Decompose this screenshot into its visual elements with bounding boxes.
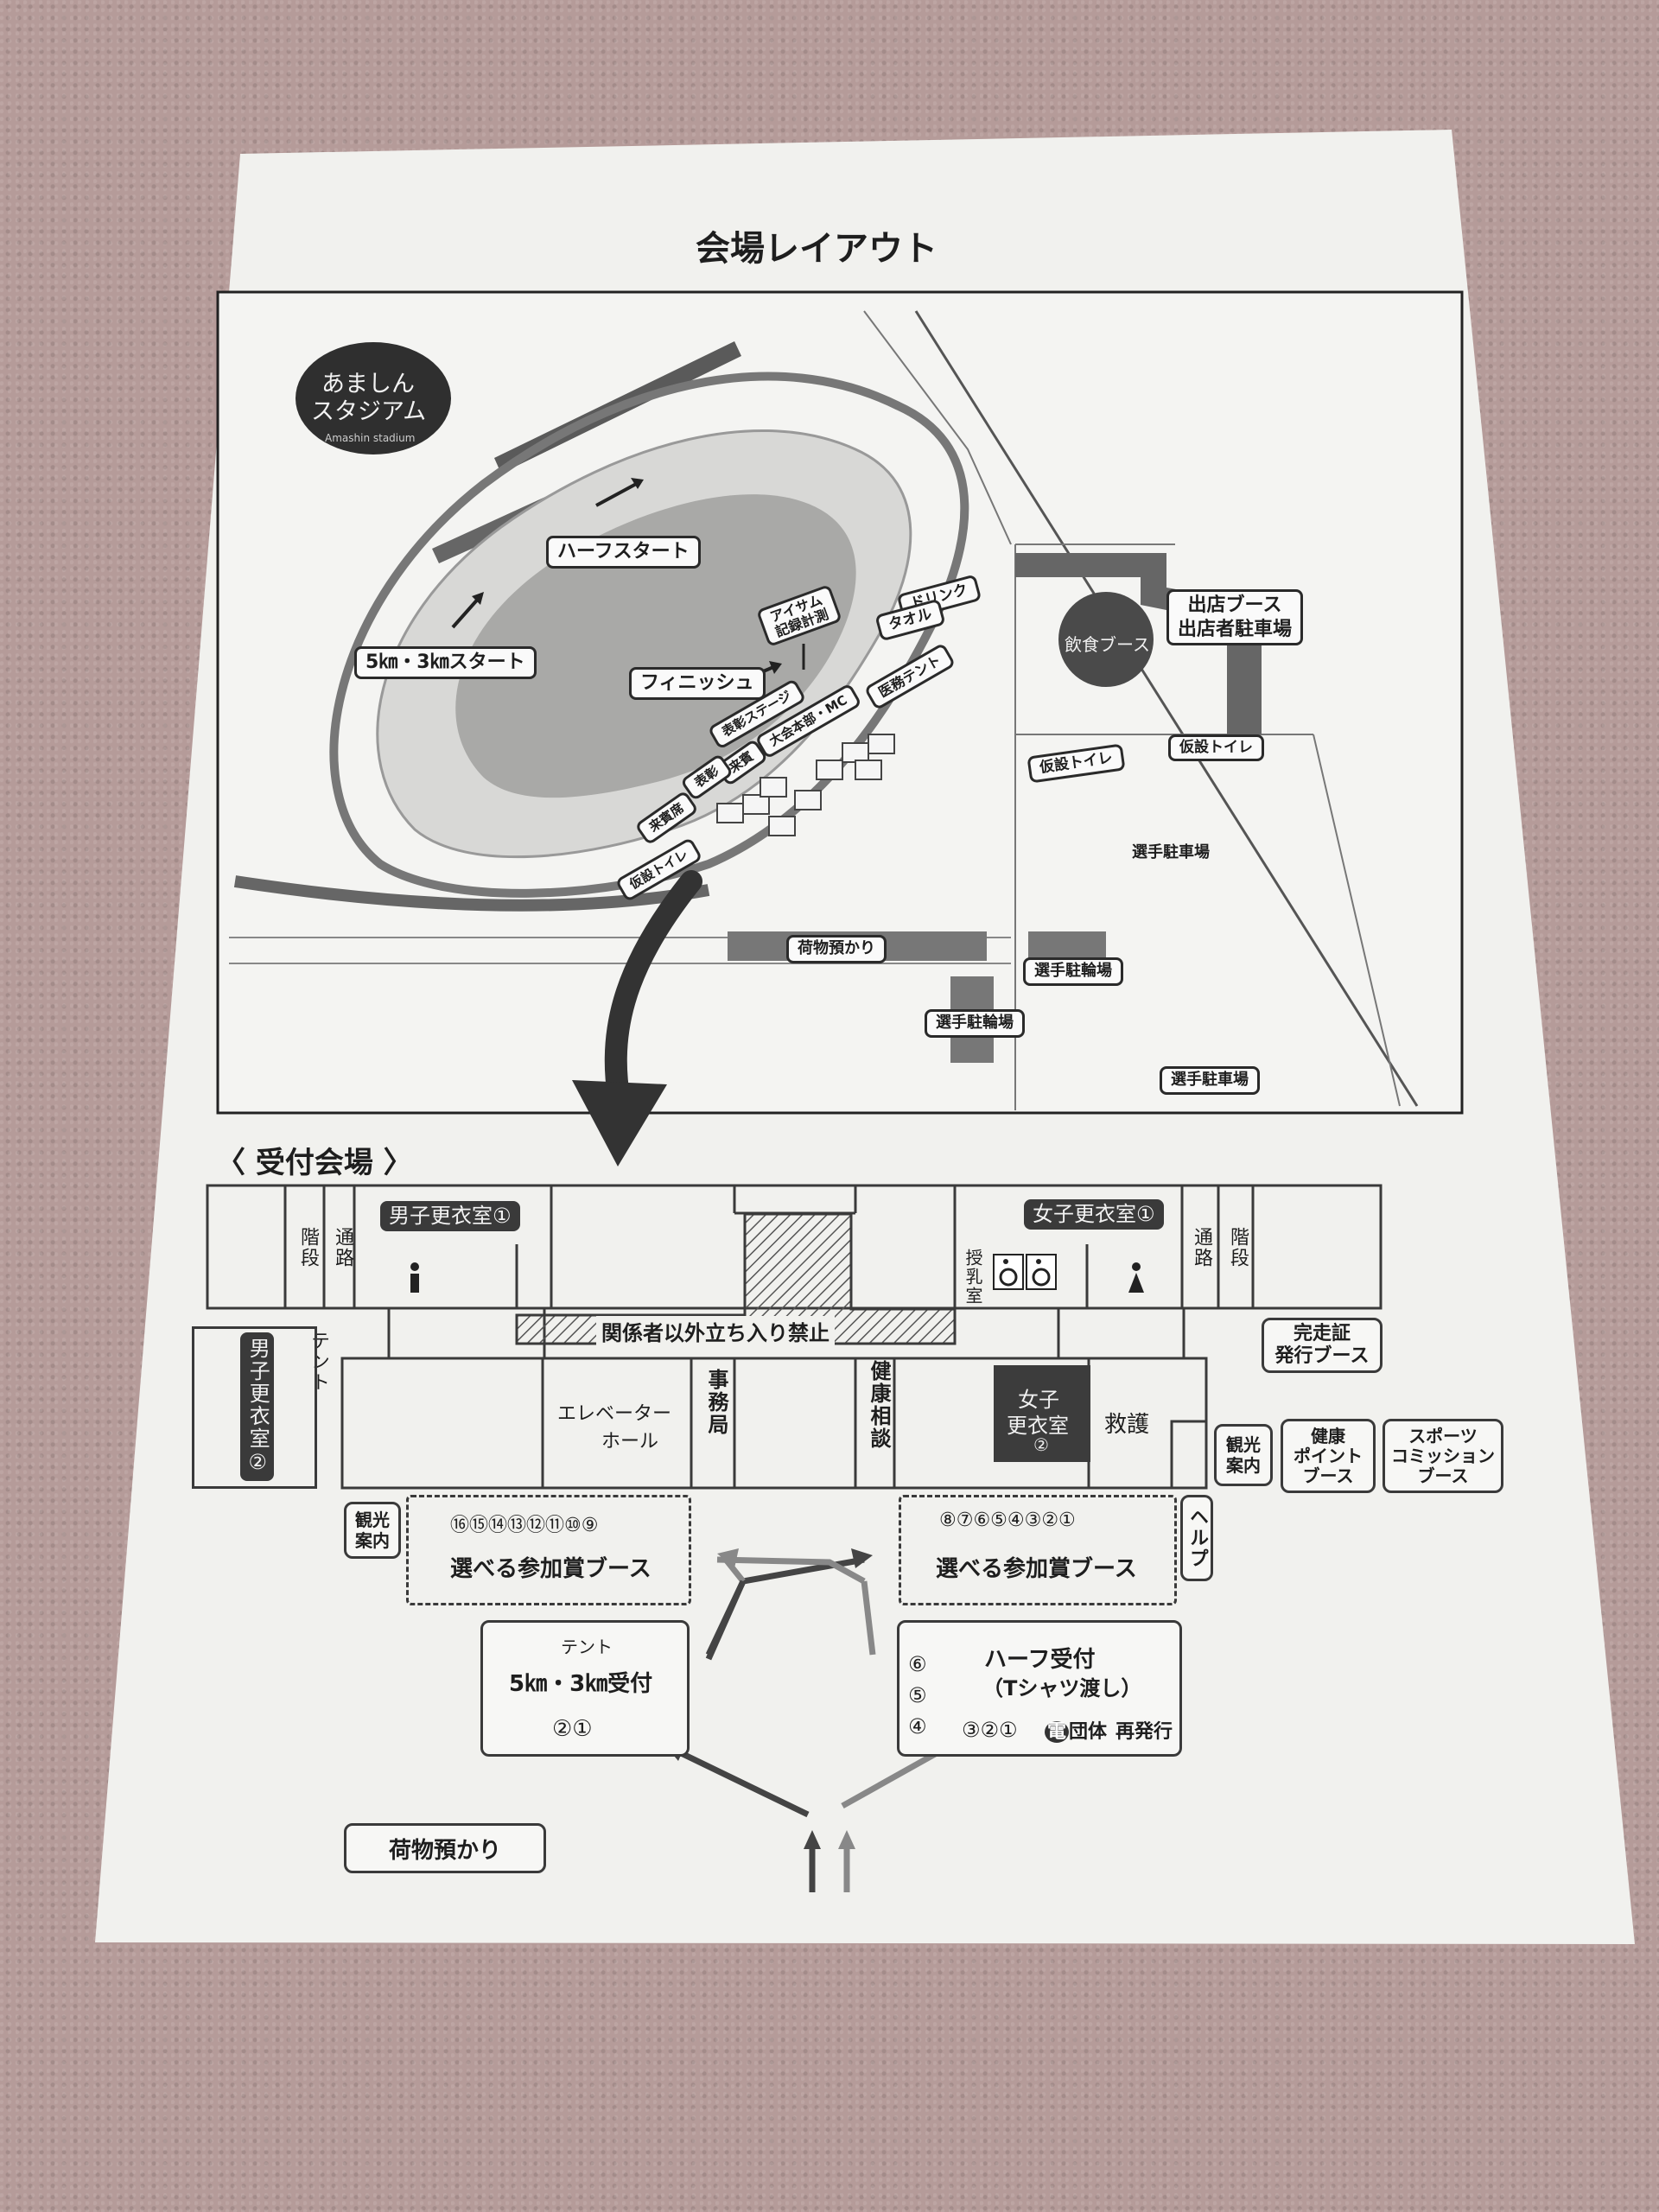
prize-booth-left-label: 選べる参加賞ブース [450,1556,652,1582]
page-title: 会場レイアウト [696,229,938,269]
help-desk: ヘルプ [1180,1495,1213,1581]
road-line [1313,734,1401,1107]
logo-sub: Amashin stadium [325,432,416,444]
womens-room-1-label: 女子更衣室① [1024,1199,1164,1230]
prize-booth-right-label: 選べる参加賞ブース [936,1556,1137,1582]
health-consult-label: 健康相談 [867,1360,891,1450]
toilet-women-icon [1128,1262,1144,1293]
runner-parking-2-label: 選手駐車場 [1160,1066,1260,1095]
passage-right-label: 通路 [1191,1227,1212,1268]
baggage-map-label: 荷物預かり [786,935,887,963]
no-entry-label: 関係者以外立ち入り禁止 [596,1316,835,1346]
road-line [863,310,1012,545]
direction-arrow-head [572,1080,667,1166]
half-reception-label: ハーフ受付 [984,1647,1096,1673]
finish-label: フィニッシュ [629,667,766,700]
half-start-label: ハーフスタート [546,536,701,569]
road-line [914,310,1419,1107]
office-label: 事務局 [704,1369,728,1436]
stairs-right-label: 階段 [1227,1227,1249,1268]
health-point-booth: 健康ポイントブース [1281,1419,1376,1493]
grandstand [233,875,710,912]
toilet-men-icon [410,1262,419,1293]
reception-heading: 〈 受付会場 〉 [216,1146,413,1180]
nursing-room-label: 授乳室 [963,1249,983,1306]
baggage-reception: 荷物預かり [344,1823,546,1873]
half-numbers-row: ③②① [962,1718,1018,1742]
sports-commission-booth: スポーツコミッションブース [1382,1419,1503,1493]
stadium-logo: あましん スタジアム Amashin stadium [296,342,451,454]
tourist-info-right: 観光案内 [1214,1424,1273,1486]
prize-booth-right-numbers: ⑧⑦⑥⑤④③②① [939,1510,1076,1531]
womens-room-2-label-b: 更衣室 [1007,1414,1069,1438]
half-reception: ハーフ受付 （Tシャツ渡し） ⑥ ⑤ ④ ③②① 電団体 再発行 [897,1620,1182,1757]
tourist-info-left: 観光案内 [344,1502,401,1559]
wheelchair-icon [993,1254,1057,1290]
tent-left-label: テント [308,1331,329,1393]
reception-5k-tent: テント 5㎞・3㎞受付 ②① [480,1620,690,1757]
womens-room-2-label-c: ② [1033,1434,1049,1455]
elevator-hall-label: エレベーターホール [557,1403,672,1452]
reception-5k-numbers: ②① [552,1716,593,1742]
womens-room-2-block [994,1365,1090,1462]
mens-room-1-label: 男子更衣室① [380,1201,520,1232]
half-numbers-column: ⑥ ⑤ ④ [908,1652,927,1738]
reception-5k-label: 5㎞・3㎞受付 [509,1671,653,1697]
reissue-counter: 再発行 [1116,1721,1173,1743]
prize-booth-left: ⑯⑮⑭⑬⑫⑪⑩⑨ 選べる参加賞ブース [406,1495,691,1605]
runner-bike-1-label: 選手駐輪場 [1023,957,1123,986]
prize-booth-left-numbers: ⑯⑮⑭⑬⑫⑪⑩⑨ [450,1515,599,1536]
runner-bike-2-label: 選手駐輪場 [925,1009,1025,1038]
logo-text-1: あましん [321,371,415,397]
stadium-outer-ring [329,372,969,898]
floor-plan-walls [206,1184,1382,1490]
first-aid-label: 救護 [1104,1412,1150,1438]
temp-toilet-3-label: 仮設トイレ [1168,734,1264,762]
stairs-left-label: 階段 [297,1227,319,1268]
half-start-arrow [595,480,640,507]
runner-parking-1-label: 選手駐車場 [1132,843,1210,861]
food-booth-label: 飲食ブース [1065,634,1150,655]
food-booth-circle [1058,592,1154,687]
prize-booth-right: ⑧⑦⑥⑤④③②① 選べる参加賞ブース [899,1495,1177,1605]
tshirt-label: （Tシャツ渡し） [982,1676,1142,1700]
tent-cluster [716,734,895,836]
tent-5k-label: テント [561,1637,613,1657]
flow-arrows [672,1556,952,1892]
certificate-booth: 完走証発行ブース [1262,1318,1382,1373]
start-5k-arrow [451,594,482,629]
womens-room-2-label-a: 女子 [1018,1388,1059,1412]
group-counter: 電団体 [1045,1716,1107,1744]
mens-room-2-label: 男子更衣室② [240,1332,275,1481]
logo-text-2: スタジアム [311,398,427,425]
tent-left-area [192,1326,317,1489]
passage-left-label: 通路 [332,1227,353,1268]
vendor-label: 出店ブース出店者駐車場 [1166,589,1304,645]
start-5k-label: 5㎞・3㎞スタート [354,646,537,679]
restricted-area [515,1212,957,1345]
